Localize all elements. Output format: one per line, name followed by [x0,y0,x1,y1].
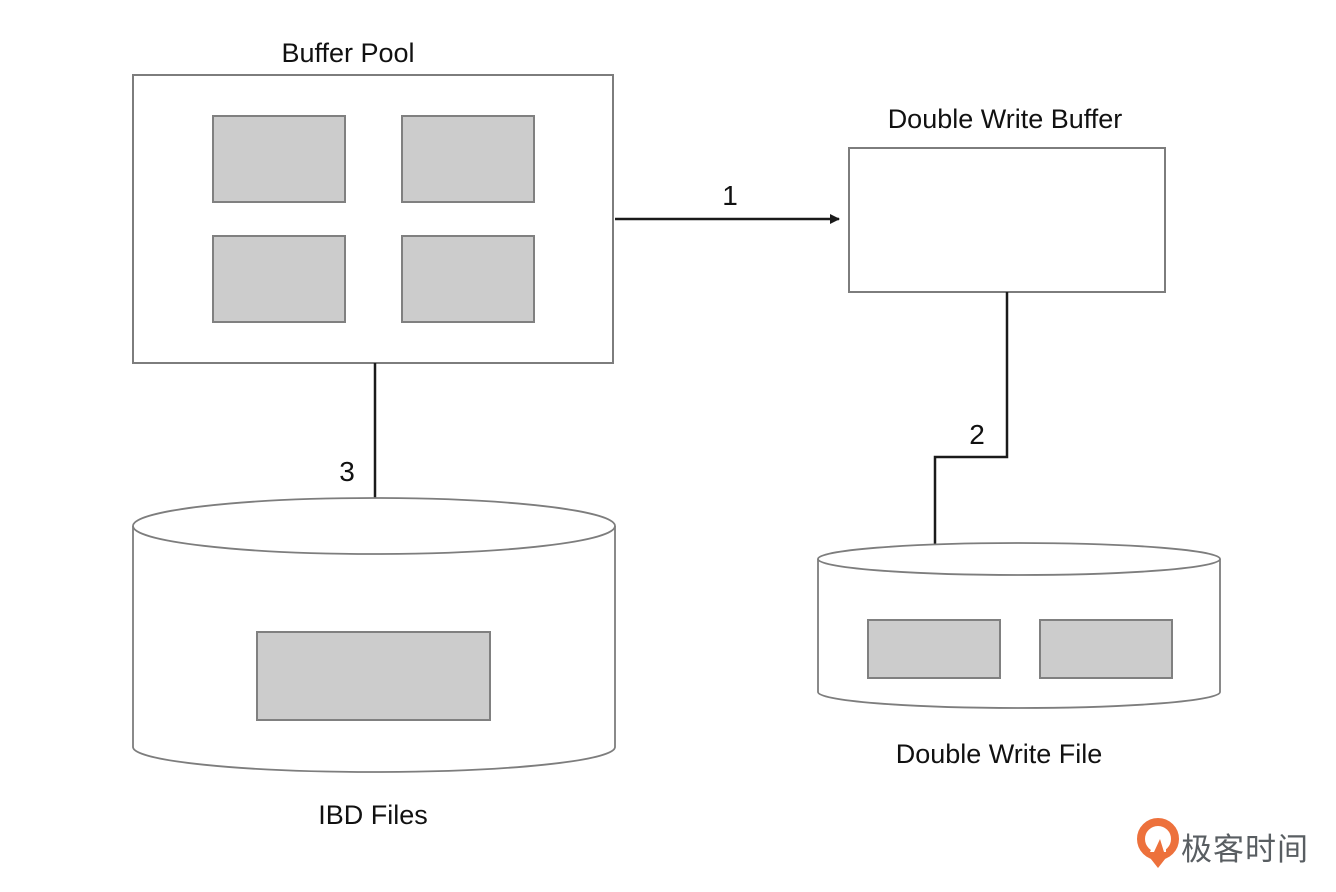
step2-label: 2 [969,419,985,450]
double-write-file-page-2 [1039,619,1173,679]
ibd-files-cylinder [132,497,616,773]
double-write-file-top [817,542,1221,576]
buffer-pool-page-2 [401,115,535,203]
double-write-buffer-box [848,147,1166,293]
buffer-pool-page-4 [401,235,535,323]
buffer-pool-title: Buffer Pool [281,38,414,68]
brand-name: 极客时间 [1181,832,1309,867]
step1-label: 1 [722,180,738,211]
double-write-file-cylinder [817,542,1221,709]
buffer-pool-page-3 [212,235,346,323]
arrow-step2 [930,292,1009,609]
ibd-files-top [132,497,616,555]
ibd-files-title: IBD Files [318,800,428,830]
ibd-files-page-1 [256,631,491,721]
buffer-pool-page-1 [212,115,346,203]
geektime-icon [1137,818,1179,868]
double-write-file-title: Double Write File [896,739,1103,769]
brand-logo: 极客时间 [1137,818,1309,868]
double-write-buffer-title: Double Write Buffer [888,104,1123,134]
step3-label: 3 [339,456,355,487]
buffer-pool-pages [212,115,535,323]
double-write-file-page-1 [867,619,1001,679]
buffer-pool-box [132,74,614,364]
